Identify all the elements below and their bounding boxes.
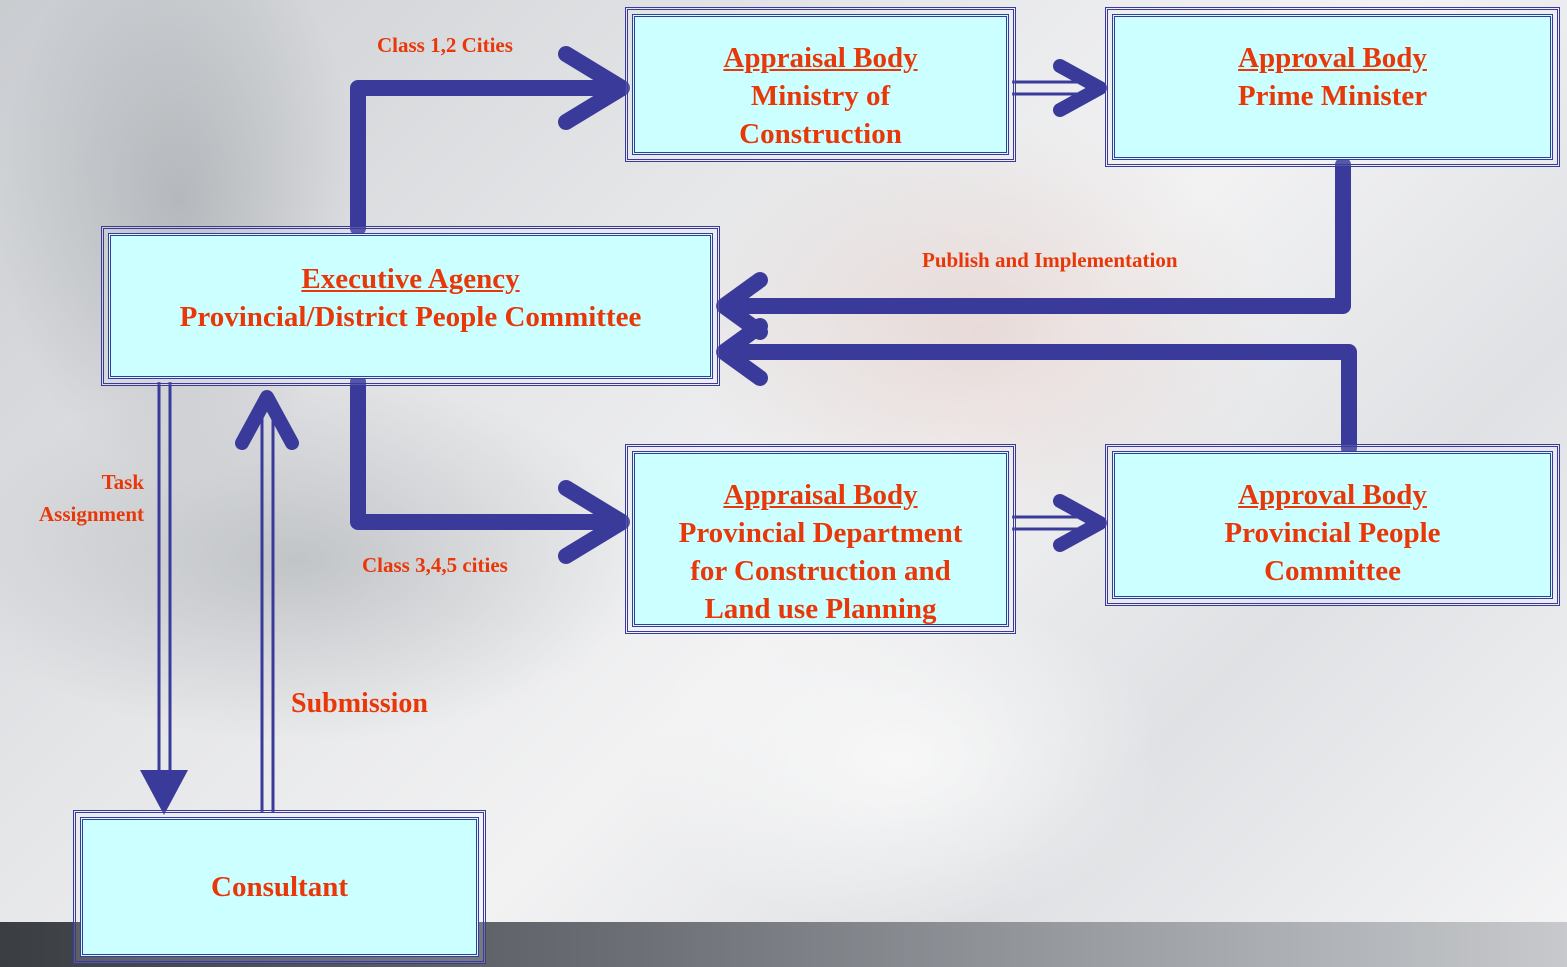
appraisal-provincial-line-3: Land use Planning: [704, 593, 937, 625]
approval-provincial-title: Approval Body: [1238, 479, 1427, 511]
arrow-submission: [235, 390, 299, 812]
appraisal-provincial-line-2: for Construction and: [690, 555, 951, 587]
arrow-ministry-to-pm: [1012, 59, 1107, 117]
arrow-class12: [350, 80, 626, 236]
approval-provincial-line-2: Committee: [1264, 555, 1401, 587]
appraisal-provincial-title: Appraisal Body: [723, 479, 918, 511]
approval-pm-title: Approval Body: [1238, 42, 1427, 74]
appraisal-provincial-line-1: Provincial Department: [678, 517, 963, 549]
approval-pm-line: Prime Minister: [1237, 80, 1428, 112]
arrowhead-class12: [558, 46, 630, 130]
label-class345: Class 3,4,5 cities: [362, 553, 508, 577]
arrow-publish: [720, 157, 1351, 314]
executive-agency-box: Executive Agency Provincial/District Peo…: [101, 226, 720, 386]
arrowhead-provincial-return: [716, 318, 768, 386]
label-task-line-1: Task: [101, 470, 144, 494]
arrow-provdept-to-provcommittee: [1012, 494, 1107, 552]
arrowhead-class345: [558, 480, 630, 564]
consultant-box: Consultant: [73, 810, 486, 964]
appraisal-ministry-line-1: Ministry of: [750, 80, 891, 112]
label-class12: Class 1,2 Cities: [377, 33, 513, 57]
appraisal-ministry-title: Appraisal Body: [723, 42, 918, 74]
appraisal-ministry-line-2: Construction: [739, 118, 902, 150]
label-publish: Publish and Implementation: [922, 248, 1178, 272]
approval-pm-box: Approval Body Prime Minister: [1105, 7, 1560, 167]
label-submission: Submission: [291, 688, 428, 719]
approval-provincial-line-1: Provincial People: [1224, 517, 1441, 549]
appraisal-ministry-box: Appraisal Body Ministry of Construction: [625, 7, 1016, 162]
executive-agency-title: Executive Agency: [301, 263, 520, 295]
executive-agency-line: Provincial/District People Committee: [179, 301, 642, 333]
arrowhead-publish: [716, 272, 768, 340]
label-task-assignment: Task Assignment: [39, 466, 144, 530]
arrow-task-assignment: [140, 382, 188, 815]
consultant-label: Consultant: [211, 871, 348, 903]
approval-provincial-box: Approval Body Provincial People Committe…: [1105, 444, 1560, 606]
label-task-line-2: Assignment: [38, 502, 144, 526]
appraisal-provincial-box: Appraisal Body Provincial Department for…: [625, 444, 1016, 634]
arrow-provincial-return: [720, 344, 1357, 456]
arrow-class345: [350, 374, 626, 530]
